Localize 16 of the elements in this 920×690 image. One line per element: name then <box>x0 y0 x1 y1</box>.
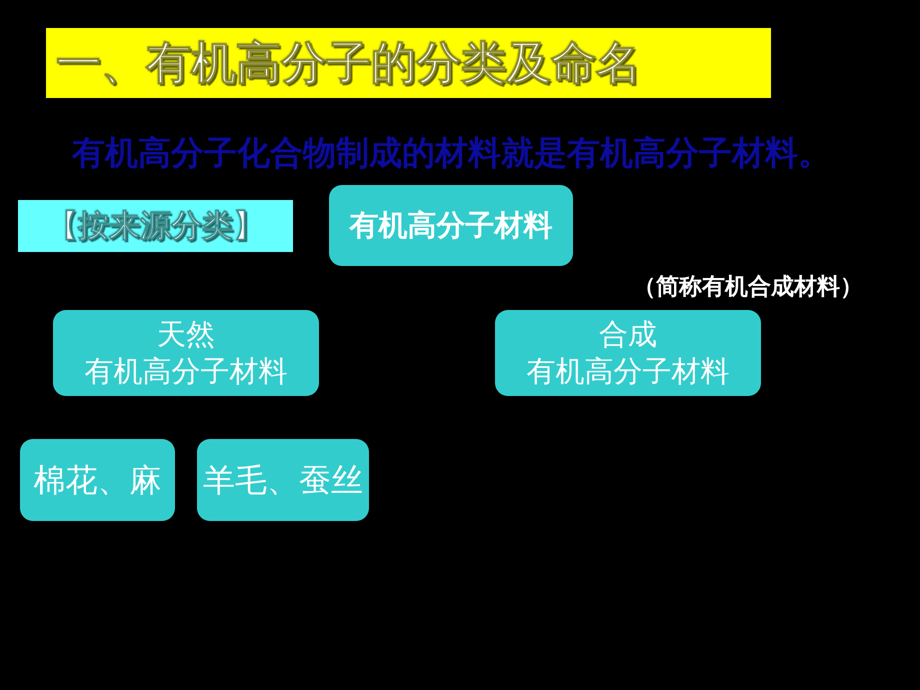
node-label: 有机高分子材料 <box>84 353 288 390</box>
node-label: 有机高分子材料 <box>526 353 730 390</box>
example-box <box>197 439 369 521</box>
node-label: 【按来源分类】 <box>47 206 264 246</box>
category-tag <box>18 200 293 252</box>
material-box <box>329 185 573 266</box>
example-box <box>20 439 175 521</box>
note-text: （简称有机合成材料） <box>633 273 863 302</box>
node-label: 棉花、麻 <box>34 460 162 500</box>
node-label: 有机高分子材料 <box>350 207 552 244</box>
title-banner: 一、有机高分子的分类及命名 <box>46 28 771 98</box>
node-label: 羊毛、蚕丝 <box>203 460 363 500</box>
material-box <box>53 310 319 396</box>
node-label: 合成 <box>599 316 657 353</box>
definition-text: 有机高分子化合物制成的材料就是有机高分子材料。 <box>72 132 831 174</box>
node-label: 天然 <box>157 316 215 353</box>
